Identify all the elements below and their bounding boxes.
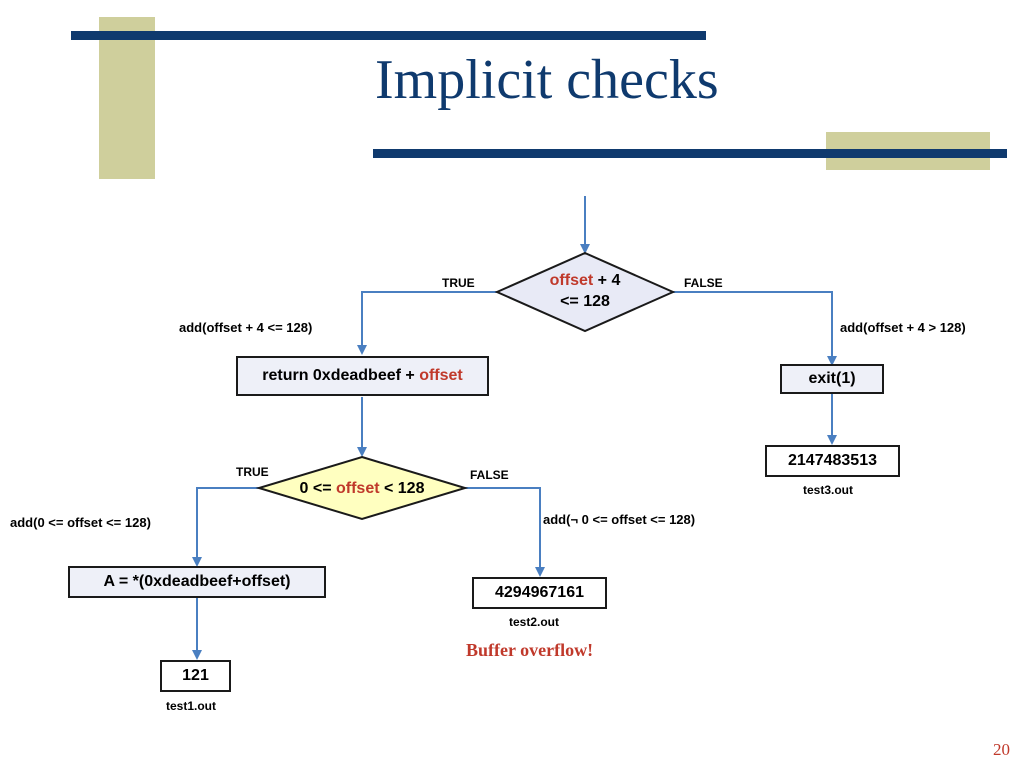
d2-false-label: FALSE (470, 468, 509, 482)
buffer-overflow-note: Buffer overflow! (466, 640, 594, 660)
decision-diamond-1 (494, 251, 676, 333)
edge-d1-true (357, 291, 497, 355)
output-1-value: 121 (182, 667, 209, 684)
decision-2-post: < 128 (379, 480, 425, 497)
output-1-file: test1.out (166, 699, 217, 713)
d2-true-label: TRUE (236, 465, 269, 479)
d1-true-label: TRUE (442, 276, 475, 290)
assign-statement-box: A = *(0xdeadbeef+offset) (68, 566, 326, 598)
output-3-file: test3.out (803, 483, 854, 497)
output-2-value: 4294967161 (495, 584, 584, 601)
exit-statement-box: exit(1) (780, 364, 884, 394)
decision-2-pre: 0 <= (299, 480, 336, 497)
decision-2-text: 0 <= offset < 128 (282, 478, 442, 499)
return-statement-var: offset (419, 367, 463, 384)
output-box-2: 4294967161 (472, 577, 607, 609)
page-number: 20 (993, 740, 1010, 759)
d1-false-constraint: add(offset + 4 > 128) (840, 320, 966, 335)
edge-d2-true (192, 487, 259, 567)
decision-1-text: offset + 4 <= 128 (525, 270, 645, 312)
output-2-file: test2.out (509, 615, 560, 629)
return-statement-box: return 0xdeadbeef + offset (236, 356, 489, 396)
edge-d2-false (465, 487, 545, 577)
decision-1-rest: + 4 (593, 272, 621, 289)
d2-true-constraint: add(0 <= offset <= 128) (10, 515, 151, 530)
deco-block-left (99, 17, 155, 179)
output-3-value: 2147483513 (788, 452, 877, 469)
title-bar-top (71, 31, 706, 40)
return-statement-text: return 0xdeadbeef + (262, 367, 415, 384)
decision-diamond-2 (255, 455, 469, 521)
decision-1-line2: <= 128 (560, 293, 610, 310)
edge-d1-false (673, 291, 837, 366)
d1-false-label: FALSE (684, 276, 723, 290)
d2-false-constraint: add(¬ 0 <= offset <= 128) (543, 512, 696, 527)
output-box-3: 2147483513 (765, 445, 900, 477)
d1-true-constraint: add(offset + 4 <= 128) (179, 320, 313, 335)
title-bar-bottom (373, 149, 1007, 158)
slide-title: Implicit checks (375, 49, 719, 111)
decision-2-var: offset (335, 480, 380, 497)
exit-statement-text: exit(1) (808, 370, 856, 387)
output-box-1: 121 (160, 660, 231, 692)
decision-1-var: offset (549, 272, 594, 289)
assign-statement-text: A = *(0xdeadbeef+offset) (103, 573, 291, 590)
